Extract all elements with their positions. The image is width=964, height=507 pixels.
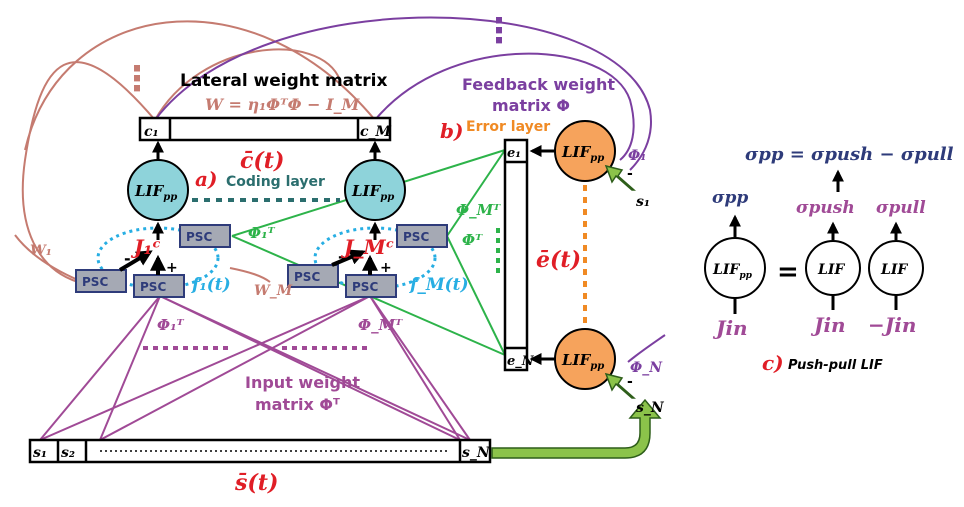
svg-text:LIF: LIF [817,262,845,278]
phiT-label: Φᵀ [462,231,483,249]
svg-text:PSC: PSC [186,230,212,244]
e-vector: e₁ e_N [503,138,535,372]
input-weight-lines [39,295,471,441]
negJin-pull-label: −Jin [868,313,916,337]
psc-group-M: PSC PSC PSC [287,224,448,298]
coding-lif-1: LIFpp [127,159,189,221]
Jin-push-label: Jin [810,313,846,337]
sN-minus: - [627,374,633,390]
s1-green-arrow [604,164,636,191]
JMc-label: J_Mᶜ [340,235,394,259]
equals-sign: = [777,257,799,287]
WM-label: W_M [254,283,293,299]
pushpull-lif: LIFpp [704,237,766,299]
label-c: c) [762,351,784,375]
c1-label: c₁ [144,124,159,140]
fMt-label: f_M(t) [409,275,469,295]
s1-minus: - [627,166,633,182]
minus-1: - [124,249,131,268]
c-of-t-label: c̄(t) [240,148,284,174]
input-title-1: Input weight [245,373,360,392]
s-vector: s₁ s₂ s_N [28,438,492,464]
feedback-connections [154,16,666,363]
feedback-title-2: matrix Φ [492,96,570,115]
psc-group-1: PSC PSC PSC [75,224,231,298]
psc-box [287,264,339,288]
pushpull-caption: Push-pull LIF [788,358,883,373]
eN-label: e_N [507,354,535,369]
phiMT-input-label: Φ_Mᵀ [358,316,403,334]
J1c-label: J₁ᶜ [130,235,161,259]
Jin-pp-label: Jin [712,316,748,340]
svg-text:LIFpp: LIFpp [561,351,604,372]
svg-text:LIFpp: LIFpp [712,262,753,281]
error-lif-N: LIFpp [554,328,616,390]
error-layer-label: Error layer [466,119,550,135]
svg-text:LIFpp: LIFpp [351,182,394,203]
W1-label: W₁ [30,243,52,259]
psc-box [396,224,448,248]
sigma-pp-label: σpp [712,188,748,208]
s-of-t-label: s̄(t) [234,470,278,496]
phi1T-label: Φ₁ᵀ [248,224,276,242]
sN-error-label: s_N [636,400,665,416]
feedback-title-1: Feedback weight [462,75,615,94]
phiMT-label: Φ_Mᵀ [456,201,501,219]
coding-lif-M: LIFpp [344,159,406,221]
lateral-connections [14,20,376,283]
plus-1: + [166,260,178,276]
error-lif-1: LIFpp [554,120,616,182]
e-of-t-label: ē(t) [536,247,581,273]
svg-text:PSC: PSC [294,270,320,284]
pull-lif: LIF [868,240,924,296]
coding-layer-label: Coding layer [226,174,325,190]
e1-label: e₁ [507,146,521,161]
push-lif: LIF [805,240,861,296]
cM-label: c_M [360,124,392,140]
sigma-equation: σpp = σpush − σpull [745,144,954,165]
arrow-psc-left-1 [118,250,153,272]
s1-error-label: s₁ [636,194,650,210]
plus-M: + [380,260,392,276]
green-input-arrow [491,398,662,459]
sN-label: s_N [462,445,491,461]
s2-label: s₂ [61,445,75,461]
label-a: a) [195,167,217,191]
minus-M: - [338,247,345,266]
svg-text:PSC: PSC [140,280,166,294]
svg-text:LIFpp: LIFpp [561,143,604,164]
dots-top-mid: ⋮ [482,11,516,51]
sN-green-arrow [604,372,636,399]
phiN-label: Φ_N [630,360,663,376]
s1-label: s₁ [33,445,47,461]
lateral-title: Lateral weight matrix [180,71,387,91]
sigma-push-label: σpush [796,198,855,218]
sigma-pull-label: σpull [876,198,926,218]
arrow-psc-left-M [331,249,366,267]
svg-text:PSC: PSC [352,280,378,294]
c-vector: c₁ c_M [138,116,392,142]
lateral-equation: W = η₁ΦᵀΦ − I_M [205,95,361,114]
svg-text:PSC: PSC [82,275,108,289]
svg-text:LIF: LIF [880,262,908,278]
phi1-label: Φ₁ [628,148,646,164]
label-b: b) [440,119,463,143]
dots-top-left: ⋮ [120,59,154,99]
phi1T-input-label: Φ₁ᵀ [157,316,185,334]
input-title-2: matrix Φᵀ [255,395,340,414]
psc-box [179,224,231,248]
f1t-label: f₁(t) [191,275,231,295]
svg-text:PSC: PSC [403,230,429,244]
psc-box [75,269,127,293]
svg-text:LIFpp: LIFpp [134,182,177,203]
